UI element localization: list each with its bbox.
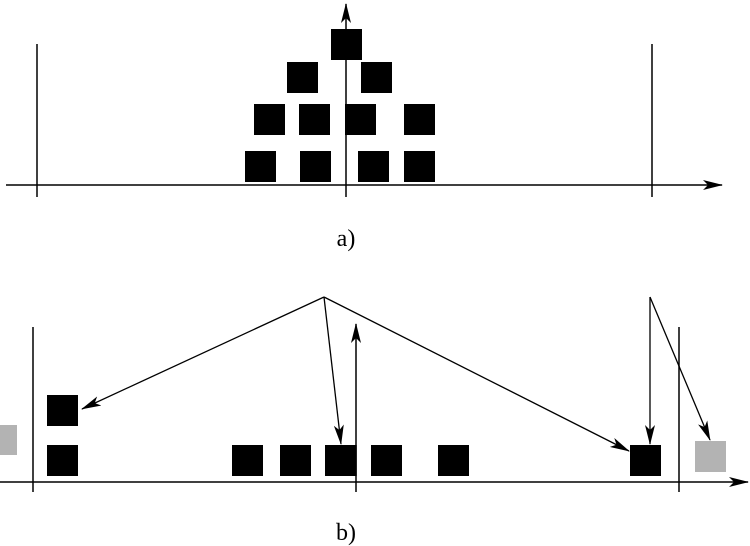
- panel-a-block: [404, 151, 435, 182]
- panel-b-ghost-block-left: [0, 425, 17, 455]
- panel-a-block: [361, 62, 392, 93]
- panel-b-block: [371, 445, 402, 476]
- panel-a-block: [287, 62, 318, 93]
- panel-b-block: [325, 445, 356, 476]
- panel-b-block: [438, 445, 469, 476]
- panel-a-block: [245, 151, 276, 182]
- panel-a-blocks: [245, 29, 435, 182]
- panel-b-blocks: [47, 395, 661, 476]
- panel-b-arrow-right-out: [649, 296, 711, 441]
- panel-a-block: [299, 104, 330, 135]
- panel-b-move-arrows: [81, 296, 711, 452]
- panel-b-arrow-to-left-stack: [81, 296, 325, 410]
- panel-a-block: [345, 104, 376, 135]
- panel-b-ghost-block-right: [695, 441, 726, 472]
- panel-b-block: [232, 445, 263, 476]
- panel-a: a): [6, 3, 723, 252]
- panel-a-block: [300, 151, 331, 182]
- panel-b-label: b): [336, 520, 356, 546]
- panel-b-block: [47, 445, 78, 476]
- panel-a-block: [331, 29, 362, 60]
- panel-b-arrow-to-right-block: [323, 296, 630, 452]
- panel-a-block: [358, 151, 389, 182]
- panel-b-block: [47, 395, 78, 426]
- panel-a-block: [404, 104, 435, 135]
- panel-b: b): [0, 296, 749, 546]
- panel-b-block: [630, 445, 661, 476]
- panel-b-block: [280, 445, 311, 476]
- panel-a-block: [254, 104, 285, 135]
- panel-a-label: a): [337, 226, 356, 252]
- panel-b-arrow-to-center: [323, 296, 344, 445]
